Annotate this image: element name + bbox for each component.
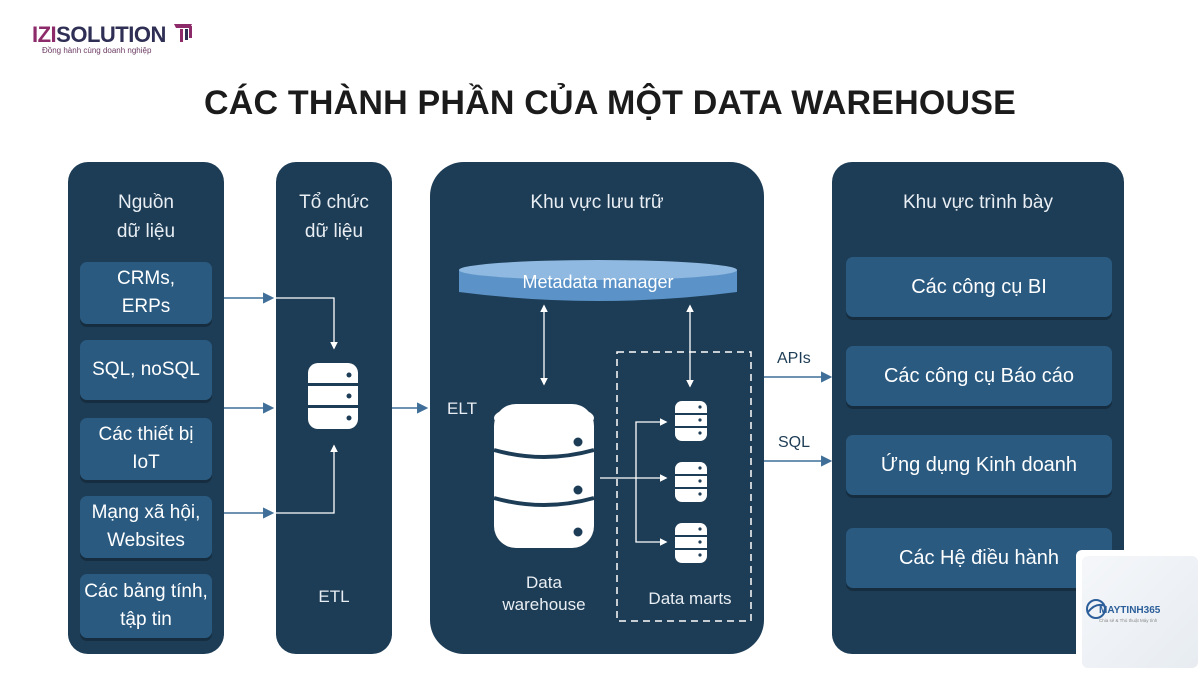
warehouse-label-line1: Data xyxy=(526,573,562,592)
source-label: tập tin xyxy=(120,609,172,630)
source-label: Websites xyxy=(107,530,185,551)
warehouse-label: Data warehouse xyxy=(474,572,614,616)
source-label: Các bảng tính, xyxy=(84,581,208,602)
elt-label: ELT xyxy=(447,399,477,418)
arrow-mart-1 xyxy=(635,418,668,478)
presentation-title: Khu vực trình bày xyxy=(902,192,1053,213)
panel-storage-area xyxy=(430,162,764,654)
sql-label: SQL xyxy=(778,434,811,451)
panel-data-sources xyxy=(68,162,224,654)
sources-title-line1: Nguồn xyxy=(118,192,174,213)
etl-title: Tổ chức dữ liệu xyxy=(276,188,392,246)
watermark-name: MAYTINH365 xyxy=(1099,605,1161,616)
apis-label: APIs xyxy=(777,350,811,367)
source-label: SQL, noSQL xyxy=(92,359,200,380)
arrow-etl-bottom xyxy=(276,444,338,514)
data-warehouse-icon xyxy=(493,404,595,548)
source-label: ERPs xyxy=(121,296,171,317)
watermark-badge-inner xyxy=(1082,556,1198,668)
source-label: IoT xyxy=(132,452,160,473)
etl-title-line1: Tổ chức xyxy=(299,192,369,213)
presentation-business-apps: Ứng dụng Kinh doanh xyxy=(846,435,1112,495)
presentation-bi-tools: Các công cụ BI xyxy=(846,257,1112,317)
source-social-websites: Mạng xã hội, Websites xyxy=(80,496,212,558)
sources-title: Nguồn dữ liệu xyxy=(68,188,224,246)
presentation-operating-systems: Các Hệ điều hành xyxy=(846,528,1112,588)
source-spreadsheets-files: Các bảng tính, tập tin xyxy=(80,574,212,638)
etl-label: ETL xyxy=(318,587,350,606)
metadata-manager-label: Metadata manager xyxy=(522,271,674,292)
brand-wordmark: IZISOLUTION xyxy=(32,22,166,48)
arrow-etl-top xyxy=(276,297,338,350)
watermark-globe-icon xyxy=(1086,599,1106,619)
data-mart-icon-1 xyxy=(675,401,707,441)
brand-solution: SOLUTION xyxy=(56,22,166,47)
brand-izi: IZI xyxy=(32,22,57,47)
arrow-mart-3 xyxy=(635,478,668,546)
etl-title-line2: dữ liệu xyxy=(304,221,364,242)
warehouse-to-marts-arrows xyxy=(600,418,668,546)
warehouse-label-line2: warehouse xyxy=(502,595,586,614)
etl-internal-arrows xyxy=(276,297,338,514)
brand-mark-icon xyxy=(174,24,192,42)
data-marts-frame xyxy=(616,351,752,622)
metadata-arrows xyxy=(540,304,694,388)
presentation-report-tools: Các công cụ Báo cáo xyxy=(846,346,1112,406)
etl-database-icon xyxy=(308,363,358,429)
source-to-etl-arrows xyxy=(224,292,429,519)
source-label: Mạng xã hội, xyxy=(91,502,201,523)
source-sql-nosql: SQL, noSQL xyxy=(80,340,212,400)
page-title: CÁC THÀNH PHẦN CỦA MỘT DATA WAREHOUSE xyxy=(203,84,1017,122)
metadata-manager-shape xyxy=(459,260,737,301)
source-label: Các thiết bị xyxy=(98,424,194,445)
storage-to-presentation-arrows xyxy=(764,371,833,467)
brand-tagline: Đồng hành cùng doanh nghiệp xyxy=(42,46,152,55)
watermark-badge xyxy=(1076,550,1200,675)
data-marts-label: Data marts xyxy=(648,589,732,608)
source-iot-devices: Các thiết bị IoT xyxy=(80,418,212,480)
watermark-subtitle: Chia sẻ & Thủ thuật Máy tính xyxy=(1099,618,1158,623)
data-mart-icon-2 xyxy=(675,462,707,502)
storage-title: Khu vực lưu trữ xyxy=(530,192,664,213)
source-label: CRMs, xyxy=(116,268,176,289)
source-crm-erp: CRMs, ERPs xyxy=(80,262,212,324)
data-mart-icon-3 xyxy=(675,523,707,563)
brand-logo: IZISOLUTION Đồng hành cùng doanh nghiệp xyxy=(32,22,192,55)
sources-title-line2: dữ liệu xyxy=(116,221,176,242)
